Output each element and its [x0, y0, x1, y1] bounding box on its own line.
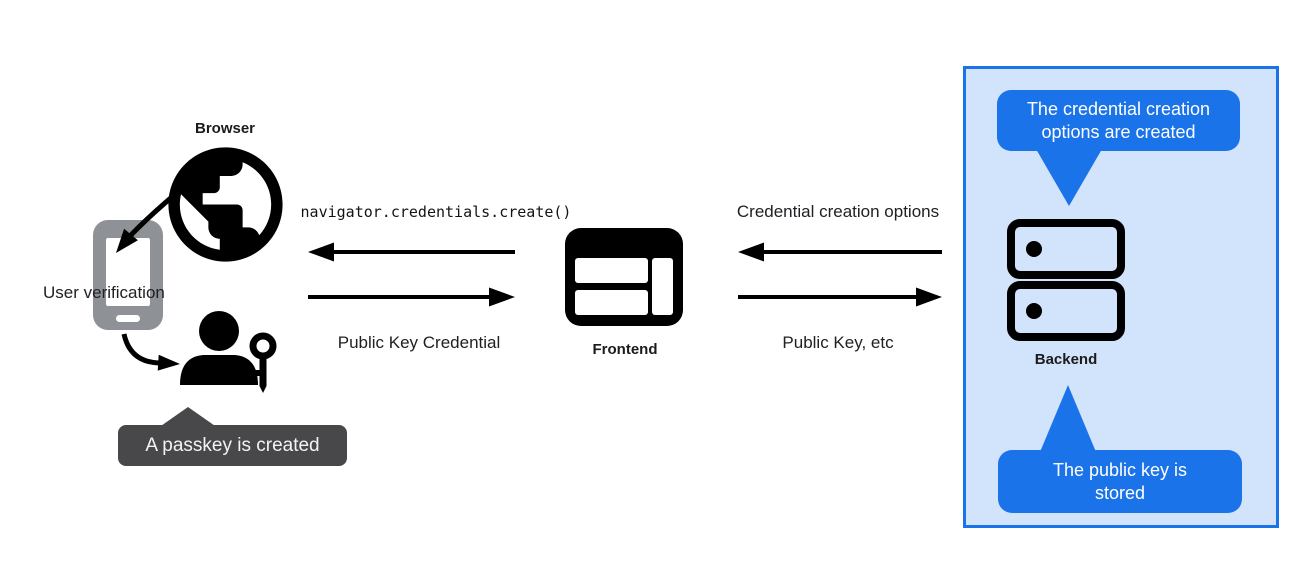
passkey-tooltip-pointer [158, 407, 218, 428]
bubble-line: options are created [1041, 121, 1196, 142]
credential-options-bubble-pointer [1036, 149, 1102, 206]
frontend-label: Frontend [592, 341, 658, 358]
backend-panel: The credential creation options are crea… [963, 66, 1279, 528]
backend-frontend-arrows-icon [738, 242, 942, 307]
arrow-phone-to-passkey-icon [121, 333, 180, 371]
browser-label: Browser [194, 120, 256, 137]
person-with-key-icon [180, 311, 277, 393]
bubble-line: The public key is [1052, 459, 1188, 480]
public-key-etc-label: Public Key, etc [782, 333, 894, 352]
frontend-browser-arrows-icon [308, 242, 515, 307]
arrow-browser-to-phone-icon [116, 164, 212, 253]
browser-window-icon [565, 228, 683, 326]
bubble-line: stored [1094, 482, 1146, 503]
user-verification-label: User verification [43, 283, 165, 302]
public-key-stored-bubble: The public key is stored [998, 450, 1242, 513]
smartphone-icon [93, 220, 163, 330]
credentials-create-call-label: navigator.credentials.create() [300, 203, 572, 221]
passkey-tooltip: A passkey is created [118, 425, 347, 466]
bubble-line: The credential creation [1026, 98, 1211, 119]
credential-creation-options-label: Credential creation options [736, 202, 940, 221]
credential-options-bubble: The credential creation options are crea… [997, 90, 1240, 151]
server-icon [1007, 219, 1125, 341]
public-key-stored-bubble-pointer [1040, 385, 1096, 452]
backend-label: Backend [1034, 351, 1098, 368]
public-key-credential-label: Public Key Credential [337, 333, 501, 352]
